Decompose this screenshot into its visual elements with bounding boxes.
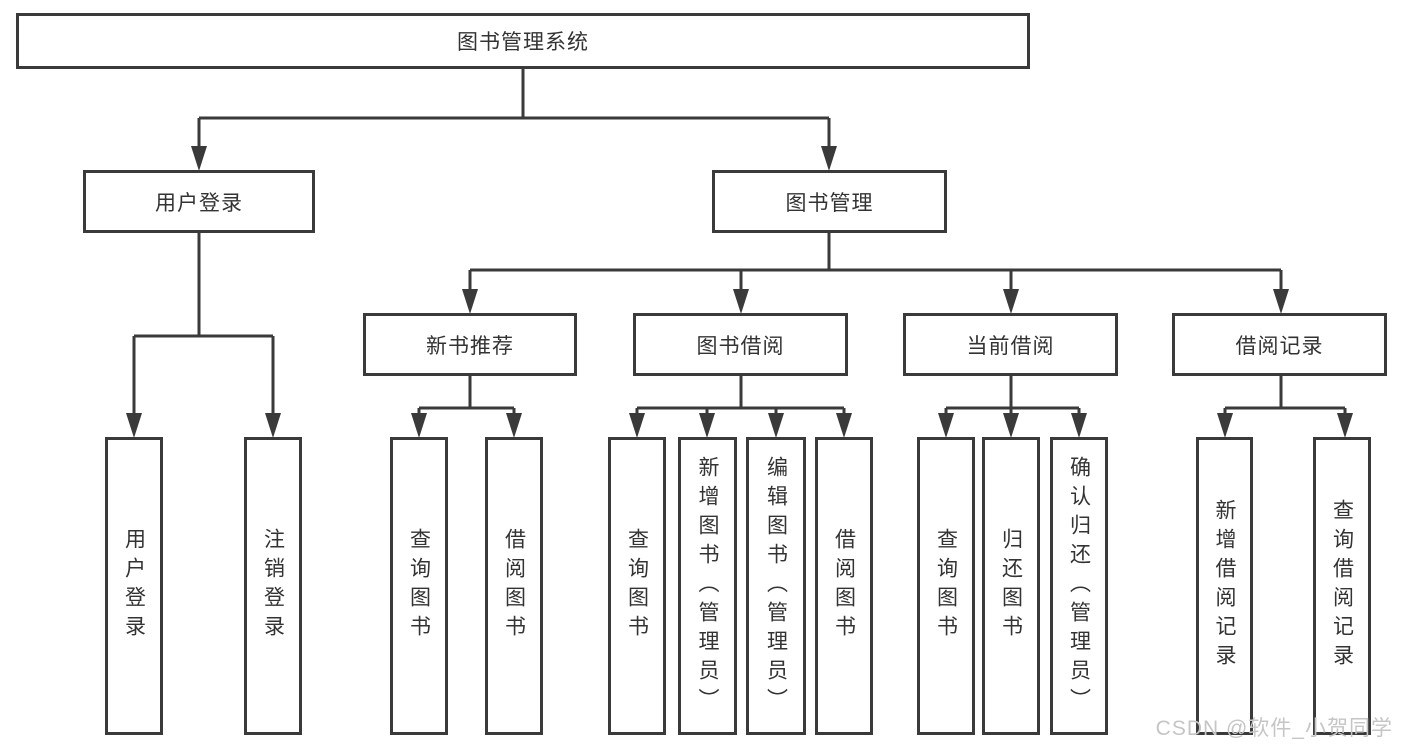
leaf-borrow-books-label: 借阅图书 [832, 528, 856, 644]
leaf-edit-books-admin-label: 编辑图书（管理员） [764, 455, 788, 717]
leaf-newbook-borrow-books-label: 借阅图书 [502, 528, 526, 644]
node-new-book-recommend-label: 新书推荐 [426, 334, 514, 358]
arrowhead-icons [126, 146, 1353, 438]
leaf-return-books-label: 归还图书 [999, 528, 1023, 644]
node-book-management-label: 图书管理 [785, 191, 874, 215]
node-book-borrowing: 图书借阅 [633, 313, 848, 376]
leaf-user-login: 用户登录 [105, 437, 163, 735]
leaf-borrow-query-books: 查询图书 [608, 437, 666, 735]
leaf-logout-label: 注销登录 [261, 528, 285, 644]
leaf-confirm-return-admin: 确认归还（管理员） [1050, 437, 1108, 735]
leaf-user-login-label: 用户登录 [122, 528, 146, 644]
leaf-edit-books-admin: 编辑图书（管理员） [746, 437, 806, 735]
leaf-borrow-books: 借阅图书 [815, 437, 873, 735]
leaf-borrow-query-books-label: 查询图书 [625, 528, 649, 644]
leaf-add-borrow-record: 新增借阅记录 [1196, 437, 1253, 735]
node-borrowing-records-label: 借阅记录 [1235, 334, 1324, 358]
leaf-confirm-return-admin-label: 确认归还（管理员） [1067, 455, 1091, 717]
leaf-newbook-query-books: 查询图书 [390, 437, 448, 735]
leaf-newbook-query-books-label: 查询图书 [407, 528, 431, 644]
node-current-borrowing: 当前借阅 [903, 313, 1118, 376]
leaf-add-borrow-record-label: 新增借阅记录 [1213, 499, 1236, 673]
leaf-query-borrow-record: 查询借阅记录 [1313, 437, 1371, 735]
node-root-label: 图书管理系统 [457, 31, 589, 54]
leaf-add-books-admin: 新增图书（管理员） [678, 437, 737, 735]
csdn-watermark: CSDN @软件_小贺同学 [1155, 717, 1393, 740]
leaf-query-borrow-record-label: 查询借阅记录 [1330, 499, 1354, 673]
leaf-current-query-books: 查询图书 [917, 437, 975, 735]
leaf-logout: 注销登录 [244, 437, 302, 735]
node-user-login-label: 用户登录 [155, 191, 243, 215]
node-new-book-recommend: 新书推荐 [363, 313, 577, 376]
leaf-current-query-books-label: 查询图书 [934, 528, 958, 644]
node-user-login: 用户登录 [83, 170, 315, 233]
node-borrowing-records: 借阅记录 [1172, 313, 1387, 376]
node-book-management: 图书管理 [712, 170, 947, 233]
leaf-return-books: 归还图书 [982, 437, 1040, 735]
leaf-newbook-borrow-books: 借阅图书 [485, 437, 543, 735]
node-root: 图书管理系统 [16, 13, 1030, 69]
node-book-borrowing-label: 图书借阅 [696, 334, 785, 358]
leaf-add-books-admin-label: 新增图书（管理员） [696, 455, 719, 717]
node-current-borrowing-label: 当前借阅 [966, 334, 1055, 358]
